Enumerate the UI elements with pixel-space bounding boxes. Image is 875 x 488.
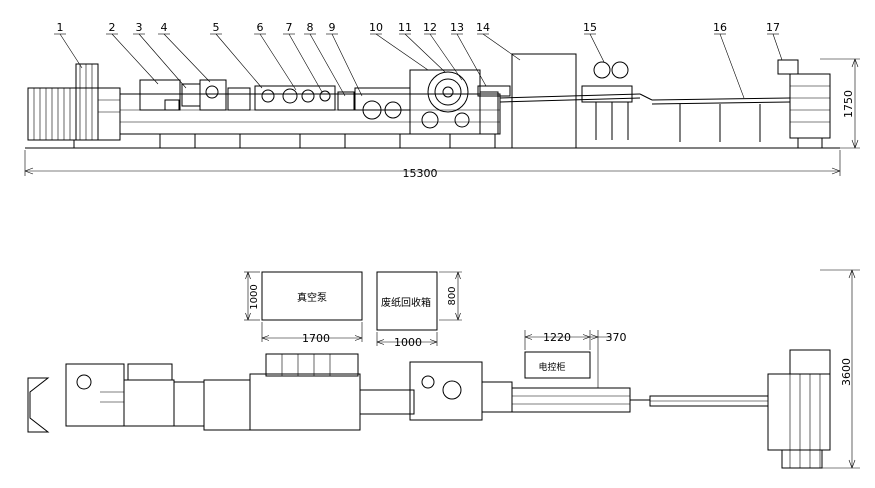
callout-leader-8	[309, 33, 346, 97]
callout-leader-7	[288, 33, 323, 93]
callout-5: 5	[213, 21, 220, 34]
rotary-units	[254, 85, 411, 120]
control-cabinet-width: 1220	[543, 331, 571, 344]
main-machine-bed	[119, 93, 501, 148]
overall-height-dimension: 1750	[820, 58, 860, 149]
callout-12: 12	[423, 21, 437, 34]
control-cabinet-offset: 370	[606, 331, 627, 344]
callout-leader-11	[404, 33, 446, 73]
callout-10: 10	[369, 21, 383, 34]
plan-line-body	[27, 349, 831, 469]
wrapping-turret	[409, 69, 499, 135]
callout-16: 16	[713, 21, 727, 34]
callout-leader-9	[331, 33, 363, 97]
callout-leader-3	[138, 33, 187, 89]
callout-8: 8	[307, 21, 314, 34]
outfeed-conveyor	[639, 93, 791, 142]
callout-4: 4	[161, 21, 168, 34]
vacuum-pump-depth: 1000	[249, 284, 260, 309]
plan-view: 真空泵 1700 1000 废纸回收箱 1000	[27, 269, 860, 469]
overall-height-label: 1750	[842, 90, 855, 118]
overall-length-dimension: 15300	[24, 150, 841, 180]
callout-leader-10	[375, 33, 429, 71]
waste-box-width: 1000	[394, 336, 422, 349]
callout-1: 1	[57, 21, 64, 34]
vacuum-pump: 真空泵 1700 1000	[244, 271, 363, 345]
callout-11: 11	[398, 21, 412, 34]
callout-15: 15	[583, 21, 597, 34]
waste-box-depth: 800	[447, 286, 458, 305]
callout-7: 7	[286, 21, 293, 34]
cover-box	[511, 53, 577, 149]
callout-13: 13	[450, 21, 464, 34]
callout-leader-1	[59, 33, 83, 69]
callout-leader-12	[429, 33, 463, 81]
callout-9: 9	[329, 21, 336, 34]
callout-leader-4	[163, 33, 211, 83]
callout-leader-17	[772, 33, 783, 61]
callout-6: 6	[257, 21, 264, 34]
waste-paper-box: 废纸回收箱 1000 800	[376, 271, 462, 349]
waste-box-label: 废纸回收箱	[381, 296, 431, 309]
control-cabinet-label: 电控柜	[538, 361, 565, 373]
callout-leader-13	[456, 33, 487, 87]
callout-leader-15	[589, 33, 605, 63]
callout-leader-14	[482, 33, 521, 61]
vacuum-pump-label: 真空泵	[297, 291, 327, 304]
stacker-unit	[777, 59, 831, 148]
overall-width-label: 3600	[840, 358, 853, 386]
callout-leader-5	[215, 33, 263, 89]
overall-width-dimension: 3600	[820, 269, 860, 469]
callout-leader-6	[259, 33, 297, 91]
infeed-hopper	[27, 63, 121, 148]
callout-leader-16	[719, 33, 745, 99]
callout-14: 14	[476, 21, 490, 34]
gluing-unit	[581, 61, 633, 140]
transfer-conveyor	[477, 85, 641, 103]
overall-length-label: 15300	[403, 167, 438, 180]
vacuum-pump-width: 1700	[302, 332, 330, 345]
callout-leader-2	[111, 33, 159, 85]
control-cabinet: 电控柜 1220 370	[524, 330, 627, 388]
callout-3: 3	[136, 21, 143, 34]
feed-units	[139, 79, 251, 111]
callout-2: 2	[109, 21, 116, 34]
callout-17: 17	[766, 21, 780, 34]
